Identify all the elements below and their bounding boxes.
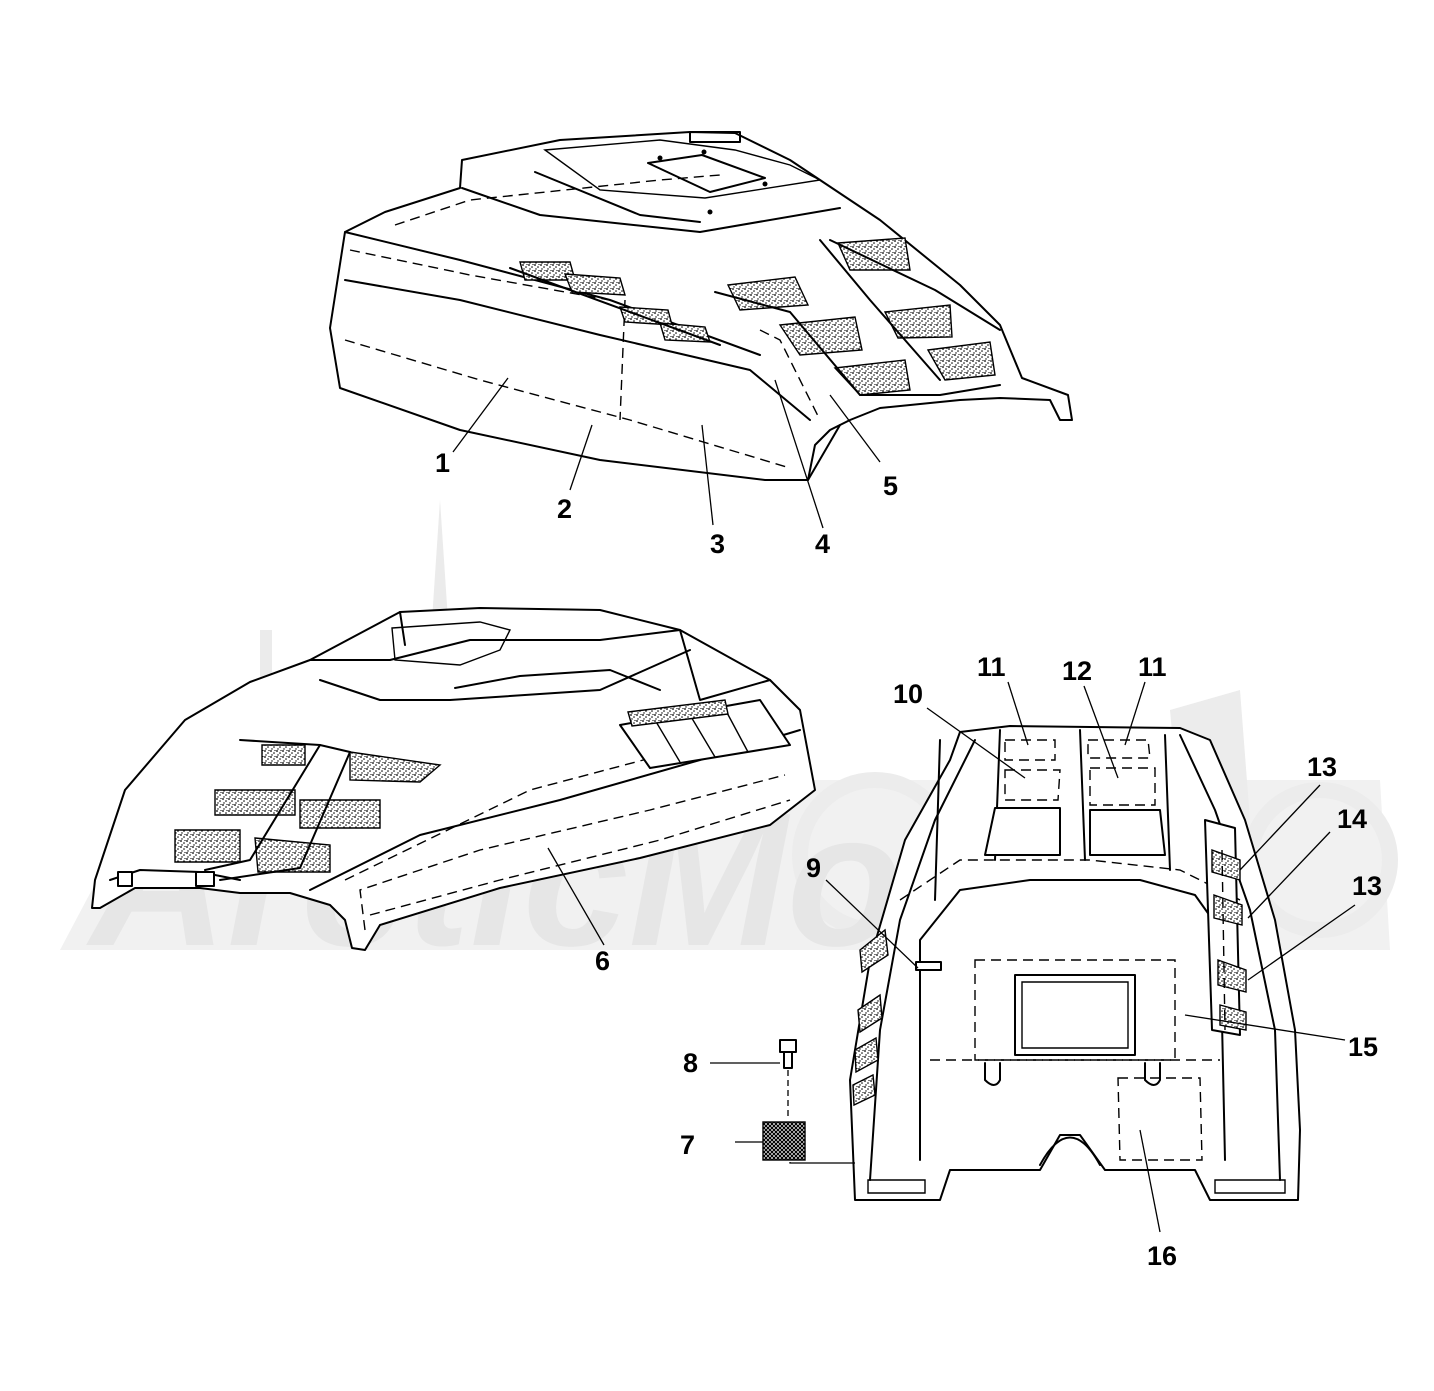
callout-labels: 1 2 3 4 5 6 7 8 9 10 11 12 11 13 14 13 1…	[435, 448, 1382, 1271]
mesh-screen-part	[762, 1121, 855, 1164]
callout-12: 12	[1062, 656, 1092, 686]
callout-16: 16	[1147, 1241, 1177, 1271]
callout-11a: 11	[977, 652, 1006, 682]
hood-top-view	[329, 131, 1073, 481]
callout-4: 4	[815, 529, 830, 559]
hood-side-view	[91, 607, 816, 951]
hood-underside-view	[849, 725, 1301, 1201]
callout-3: 3	[710, 529, 725, 559]
callout-8: 8	[683, 1048, 698, 1078]
callout-7: 7	[680, 1130, 695, 1160]
callout-14: 14	[1337, 804, 1367, 834]
callout-5: 5	[883, 471, 898, 501]
callout-11b: 11	[1138, 652, 1167, 682]
leader-lines	[452, 377, 1356, 1233]
callout-13b: 13	[1352, 871, 1382, 901]
screw-part	[779, 1039, 797, 1120]
callout-6: 6	[595, 946, 610, 976]
callout-15: 15	[1348, 1032, 1378, 1062]
callout-2: 2	[557, 494, 572, 524]
callout-9: 9	[806, 853, 821, 883]
callout-10: 10	[893, 679, 923, 709]
callout-13a: 13	[1307, 752, 1337, 782]
callout-1: 1	[435, 448, 450, 478]
